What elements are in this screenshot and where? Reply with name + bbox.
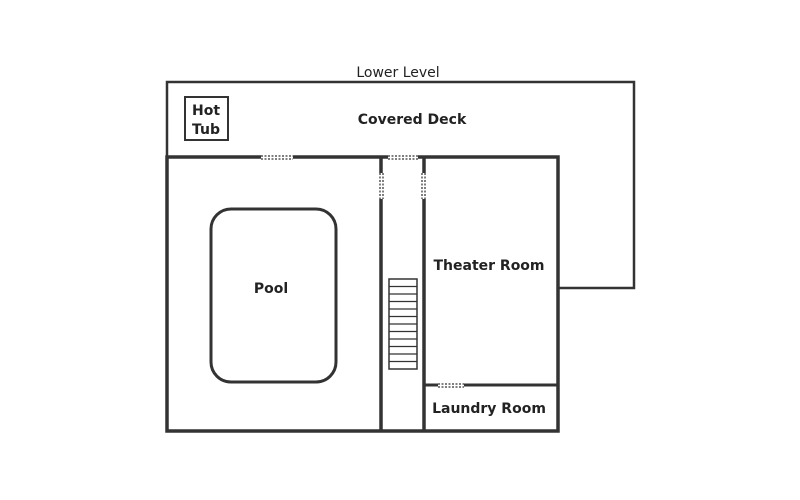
covered-deck-outline bbox=[165, 80, 636, 290]
door-pool-to-deck bbox=[261, 155, 293, 160]
hot-tub-label-line2: Tub bbox=[192, 122, 220, 138]
laundry-room-label: Laundry Room bbox=[432, 401, 546, 417]
theater-room-label: Theater Room bbox=[433, 258, 544, 274]
building-walls bbox=[165, 155, 560, 433]
door-hallway-to-deck bbox=[388, 155, 418, 160]
door-laundry-to-theater bbox=[438, 383, 464, 388]
pool-outline bbox=[209, 207, 338, 384]
door-hallway-to-theater bbox=[421, 173, 426, 199]
covered-deck-label: Covered Deck bbox=[358, 112, 467, 128]
stairs bbox=[388, 278, 418, 370]
hot-tub-outline bbox=[184, 96, 229, 141]
floor-title: Lower Level bbox=[356, 65, 439, 81]
pool-label: Pool bbox=[254, 281, 288, 297]
hot-tub-label-line1: Hot bbox=[192, 103, 220, 119]
door-hallway-to-pool bbox=[379, 173, 384, 199]
